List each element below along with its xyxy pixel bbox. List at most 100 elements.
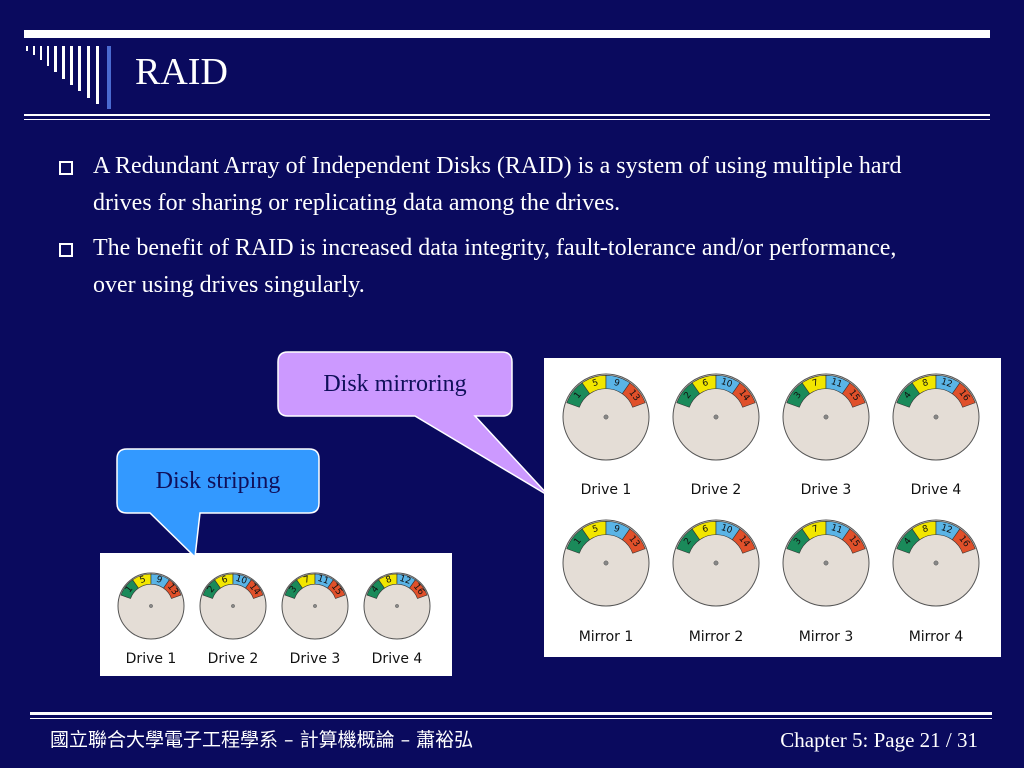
disk-spindle <box>933 560 939 566</box>
drive-label: Drive 4 <box>372 651 423 667</box>
segment-number: 2 <box>682 390 693 401</box>
disk-segment <box>951 528 976 554</box>
segment-number: 2 <box>206 584 217 595</box>
footer-page-number: Chapter 5: Page 21 / 31 <box>780 728 978 752</box>
disk-segment <box>409 579 428 599</box>
top-bar <box>24 30 990 38</box>
segment-number: 10 <box>234 574 248 587</box>
disk-spindle <box>231 604 235 608</box>
mirroring-callout-bubble <box>277 351 550 497</box>
drive-label: Mirror 3 <box>799 629 854 645</box>
segment-number: 4 <box>370 584 382 595</box>
segment-number: 1 <box>572 390 583 401</box>
disk-segment <box>841 528 866 554</box>
drive-label: Drive 1 <box>126 651 177 667</box>
striping-callout-bubble <box>116 448 320 559</box>
drive-label: Drive 3 <box>290 651 341 667</box>
drive-label: Mirror 1 <box>579 629 634 645</box>
slide-title: RAID <box>135 51 228 93</box>
segment-number: 2 <box>682 536 693 547</box>
disk-segment <box>327 579 346 599</box>
footer-course-info: 國立聯合大學電子工程學系 – 計算機概論 – 蕭裕弘 <box>50 729 474 751</box>
segment-number: 4 <box>902 390 914 401</box>
segment-number: 6 <box>701 378 710 389</box>
drive-label: Mirror 2 <box>689 629 744 645</box>
segment-number: 3 <box>288 584 299 595</box>
disk-segment <box>621 528 646 554</box>
segment-number: 8 <box>921 378 930 389</box>
disk-spindle <box>823 414 829 420</box>
drive-label: Drive 3 <box>801 482 852 498</box>
square-bullet-icon <box>59 161 73 175</box>
segment-number: 8 <box>921 524 930 535</box>
title-stripes-decoration <box>26 46 111 109</box>
footer-rule <box>30 712 992 715</box>
segment-number: 11 <box>316 574 330 587</box>
segment-number: 7 <box>303 575 311 586</box>
drive-label: Mirror 4 <box>909 629 964 645</box>
bullet-list: A Redundant Array of Independent Disks (… <box>55 148 935 312</box>
disk-segment <box>841 382 866 408</box>
disk-segment <box>245 579 264 599</box>
segment-number: 8 <box>385 575 394 586</box>
drive-label: Drive 4 <box>911 482 962 498</box>
disk-segment <box>951 382 976 408</box>
disk-spindle <box>713 560 719 566</box>
striping-callout-label: Disk striping <box>155 468 281 494</box>
disk-spindle <box>603 560 609 566</box>
drive-label: Drive 2 <box>691 482 742 498</box>
disk-spindle <box>149 604 153 608</box>
segment-number: 1 <box>572 536 583 547</box>
disk-spindle <box>823 560 829 566</box>
drive-label: Drive 2 <box>208 651 259 667</box>
bullet-text: The benefit of RAID is increased data in… <box>93 235 897 298</box>
bullet-item: A Redundant Array of Independent Disks (… <box>55 148 935 222</box>
segment-number: 12 <box>940 377 954 390</box>
bullet-item: The benefit of RAID is increased data in… <box>55 230 935 304</box>
segment-number: 6 <box>221 575 230 586</box>
segment-number: 5 <box>591 378 599 389</box>
disk-spindle <box>313 604 317 608</box>
segment-number: 7 <box>811 524 819 535</box>
disk-spindle <box>603 414 609 420</box>
segment-number: 1 <box>124 584 135 595</box>
drive-label: Drive 1 <box>581 482 632 498</box>
bullet-text: A Redundant Array of Independent Disks (… <box>93 153 902 216</box>
segment-number: 3 <box>792 536 803 547</box>
segment-number: 6 <box>701 524 710 535</box>
segment-number: 10 <box>720 377 734 390</box>
segment-number: 7 <box>811 378 819 389</box>
segment-number: 9 <box>155 575 164 586</box>
disk-segment <box>163 579 182 599</box>
segment-number: 5 <box>139 575 147 586</box>
disk-spindle <box>933 414 939 420</box>
disk-spindle <box>395 604 399 608</box>
title-rule-thin <box>24 119 990 120</box>
footer-rule-thin <box>30 718 992 719</box>
segment-number: 10 <box>720 523 734 536</box>
segment-number: 11 <box>830 377 844 390</box>
segment-number: 3 <box>792 390 803 401</box>
square-bullet-icon <box>59 243 73 257</box>
disk-segment <box>621 382 646 408</box>
disk-spindle <box>713 414 719 420</box>
title-rule <box>24 114 990 116</box>
segment-number: 12 <box>398 574 412 587</box>
segment-number: 9 <box>612 524 621 535</box>
segment-number: 12 <box>940 523 954 536</box>
